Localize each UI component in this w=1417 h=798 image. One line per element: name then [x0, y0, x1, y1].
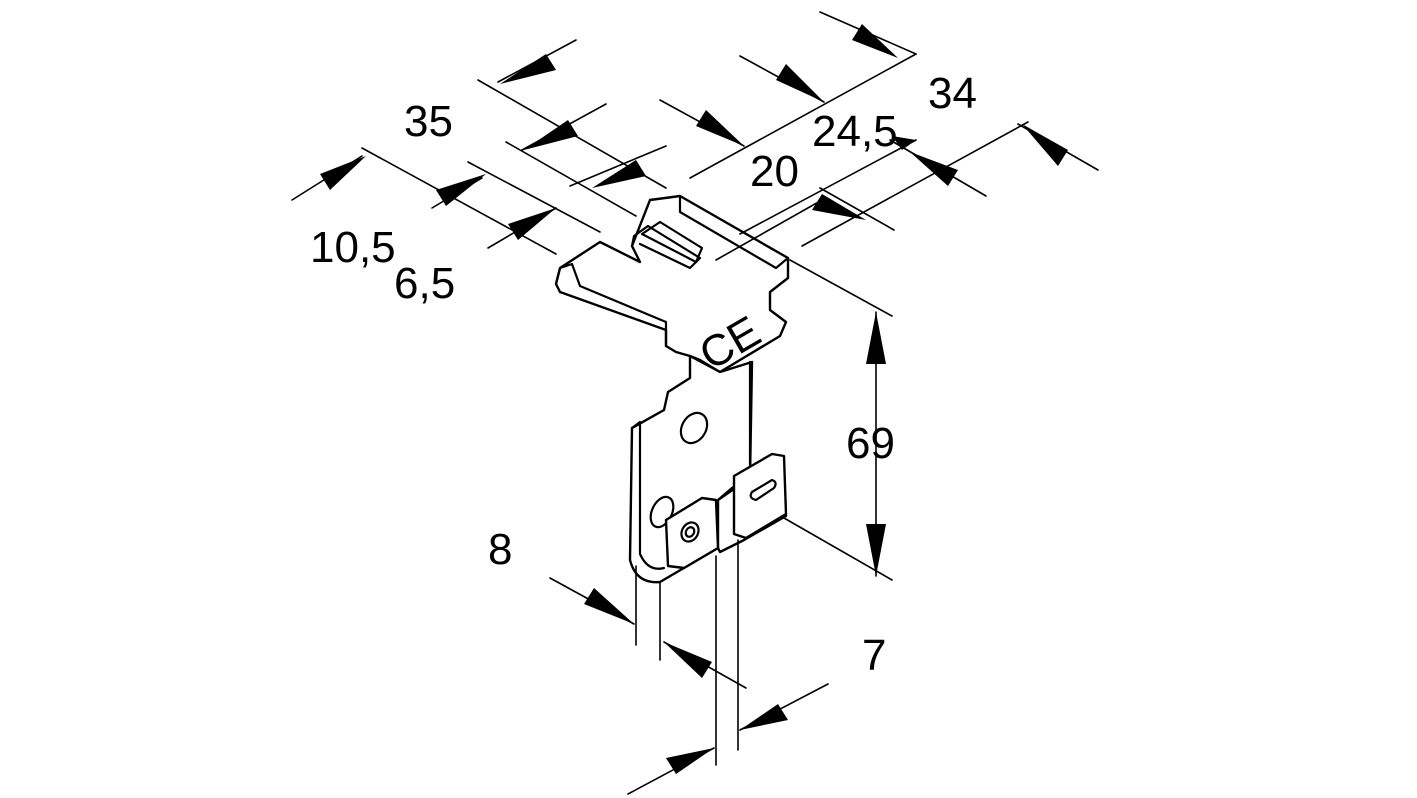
- dim-label-7: 7: [862, 631, 886, 680]
- dimension-labels: 34 35 24,5 20 10,5 6,5 69 8 7: [310, 69, 977, 680]
- dim-label-8: 8: [488, 525, 512, 574]
- dim-label-6-5: 6,5: [394, 259, 455, 308]
- dim-label-35: 35: [404, 97, 453, 146]
- dim-label-24-5: 24,5: [812, 107, 898, 156]
- dimension-lines: [291, 11, 1099, 795]
- dim-label-10-5: 10,5: [310, 223, 396, 272]
- left-lower-tab: [664, 496, 720, 570]
- rear-tab: [630, 224, 702, 270]
- dim-label-34: 34: [928, 69, 977, 118]
- plate-front-lip: [554, 262, 668, 348]
- dim-label-69: 69: [846, 419, 895, 468]
- right-lower-tab: [732, 452, 788, 540]
- dim-label-20: 20: [750, 147, 799, 196]
- bracket-part: CE: [554, 194, 790, 766]
- right-tab-slot: [749, 478, 777, 502]
- plate-fold: [678, 194, 790, 270]
- slot: [640, 220, 704, 264]
- upper-hole: [679, 411, 709, 445]
- hanger-fold-line: [630, 420, 666, 570]
